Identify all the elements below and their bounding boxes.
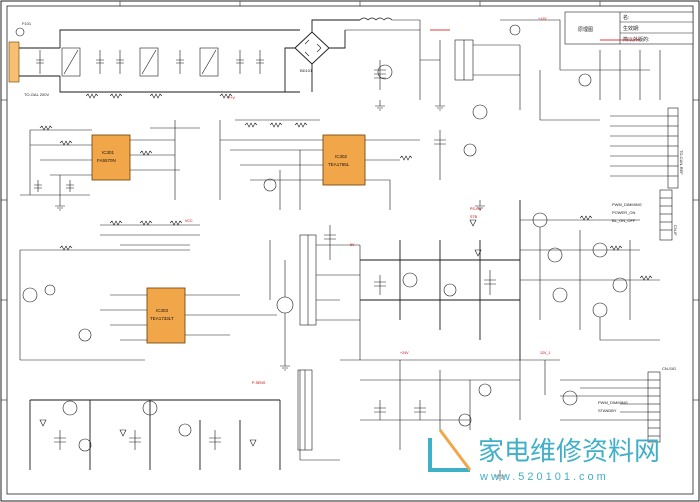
net-label: 12V_1	[540, 351, 550, 355]
cn2-signal-3: BL_ON_OFF	[612, 218, 636, 223]
fuse-label: F101	[22, 21, 32, 26]
connector-cn2: CN-IF PWM_DIMMING POWER_ON BL_ON_OFF	[612, 189, 678, 241]
ic301-block: IC301 FA5570N	[20, 120, 200, 200]
connector-cn1: TO-CAN-REF	[610, 107, 684, 189]
net-label: STB	[470, 215, 478, 219]
pfc-mosfet	[377, 64, 393, 80]
title-block-field-2: 生效期:	[623, 25, 639, 32]
ic301	[91, 134, 131, 181]
zone-ticks	[1, 1, 699, 401]
cn2-label: CN-IF	[673, 225, 678, 236]
ic303-id: IC303	[156, 308, 169, 313]
ic302-block: IC302 TEA1755L	[219, 119, 477, 210]
watermark-url: www.520101.com	[479, 471, 609, 483]
title-block-field-3: 简以外版的:	[623, 36, 649, 43]
ic301-part: FA5570N	[97, 158, 116, 163]
net-label: +12V	[538, 17, 547, 21]
title-block: 原理图 名: 生效期: 简以外版的:	[564, 11, 694, 45]
ic302-id: IC302	[335, 154, 348, 159]
watermark-text: 家电维修资料网	[478, 437, 660, 467]
ic303	[146, 287, 186, 344]
connector-cn3: CN-SIG PWM_DIMMING STANDBY	[560, 366, 676, 443]
net-label: P-SENS	[252, 381, 266, 385]
watermark-logo: 家电维修资料网 www.520101.com	[428, 429, 660, 483]
ic302-part: TEA1755L	[328, 162, 350, 167]
ground-symbols	[55, 100, 505, 481]
net-label: VCC	[185, 219, 193, 223]
ic301-id: IC301	[102, 150, 115, 155]
fuse-symbol	[15, 27, 25, 37]
cn2-signal-1: PWM_DIMMING	[612, 202, 642, 207]
ic303-block: IC303 TEA1733LT	[19, 220, 294, 361]
bridge-label: BD101	[300, 68, 313, 73]
net-label: PS-ON	[470, 207, 482, 211]
net-label: P+V	[228, 96, 235, 100]
ac-input-label: TO-GAL 200V	[24, 92, 49, 97]
cn2-signal-2: POWER_ON	[612, 210, 635, 215]
main-transformer-top	[430, 19, 661, 121]
title-block-name: 原理图	[578, 27, 593, 33]
top-mosfet	[472, 104, 488, 120]
ac-input-connector	[8, 41, 20, 83]
cn1-label: TO-CAN-REF	[679, 150, 684, 175]
cn3-signal-1: PWM_DIMMING	[598, 400, 628, 405]
ic303-part: TEA1733LT	[150, 316, 174, 321]
net-label: 5V	[350, 243, 355, 247]
lower-middle	[340, 359, 578, 450]
cn3-signal-2: STANDBY	[598, 408, 617, 413]
net-label: +24V	[400, 351, 409, 355]
inner-frame	[6, 5, 694, 495]
ic302	[322, 134, 366, 186]
ac-input-section: TO-GAL 200V F101 BD101	[8, 17, 441, 100]
title-block-field-1: 名:	[623, 14, 629, 21]
standby-section	[29, 399, 281, 470]
output-section	[360, 200, 660, 360]
lower-transformer	[297, 225, 361, 461]
net-labels: P+V +12V PS-ON STB VCC +24V 12V_1 P-SENS…	[185, 17, 550, 385]
cn3-label: CN-SIG	[662, 366, 676, 371]
